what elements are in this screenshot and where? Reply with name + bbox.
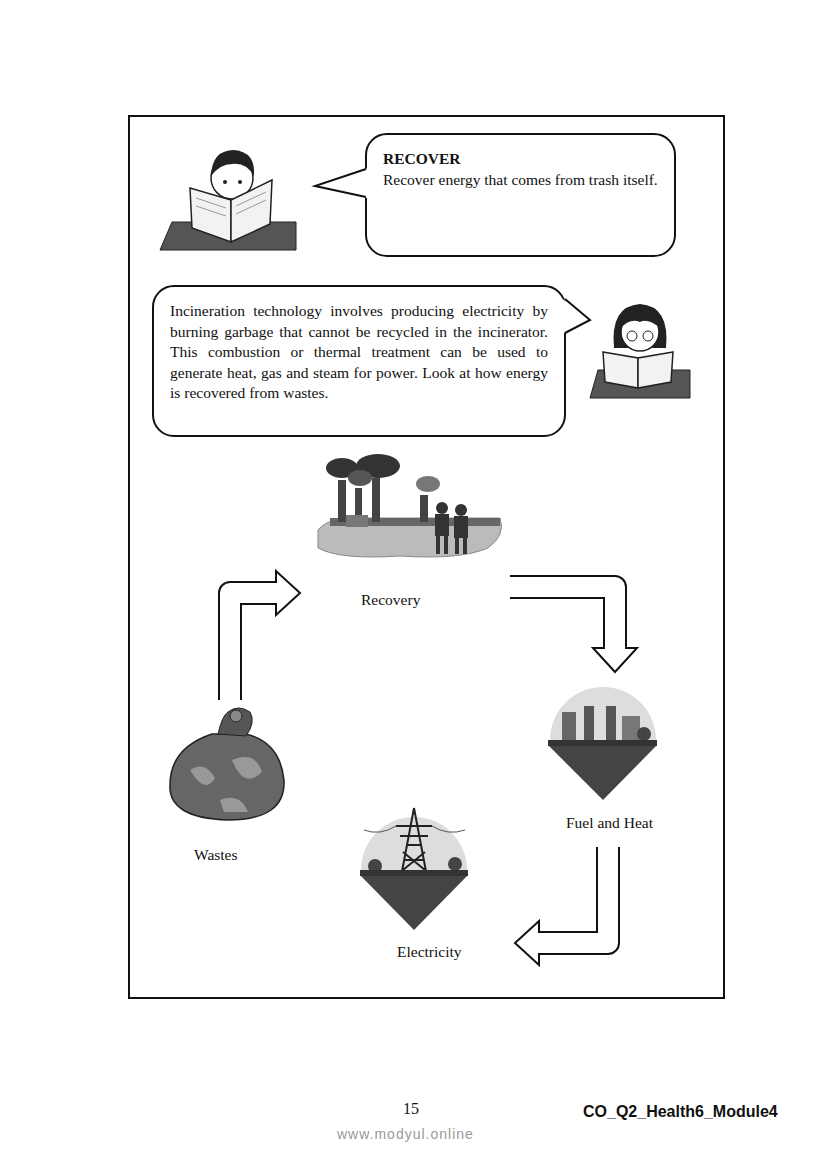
garbage-bag <box>170 708 284 820</box>
bubble-heading: RECOVER <box>383 149 658 170</box>
module-code: CO_Q2_Health6_Module4 <box>583 1103 778 1121</box>
stage-label: Wastes <box>194 846 238 864</box>
cycle-stage: Fuel and Heat <box>548 672 688 837</box>
page-frame <box>129 116 724 998</box>
stage-label: Recovery <box>361 591 420 609</box>
bubble-text: Incineration technology involves produci… <box>170 301 548 404</box>
bubble-text: Recover energy that comes from trash its… <box>383 170 658 191</box>
factory-picture <box>318 454 502 557</box>
power-plant-picture <box>548 687 657 800</box>
watermark: www.modyul.online <box>337 1126 474 1142</box>
stage-label: Electricity <box>397 943 462 961</box>
bubble-tail <box>560 295 620 335</box>
speech-bubble: Incineration technology involves produci… <box>152 285 566 437</box>
boy-reading <box>160 150 296 250</box>
girl-reading <box>590 304 690 398</box>
bubble-tail <box>313 165 373 205</box>
flow-arrow <box>510 587 637 672</box>
speech-bubble: RECOVERRecover energy that comes from tr… <box>365 133 676 257</box>
stage-label: Fuel and Heat <box>566 814 653 832</box>
cycle-stage: Wastes <box>160 700 290 868</box>
cycle-stage: Electricity <box>355 803 515 965</box>
power-tower-picture <box>360 808 468 930</box>
cycle-stage: Recovery <box>300 455 510 615</box>
flow-arrow <box>515 847 608 965</box>
page-number: 15 <box>403 1100 419 1118</box>
flow-arrow <box>230 571 300 700</box>
